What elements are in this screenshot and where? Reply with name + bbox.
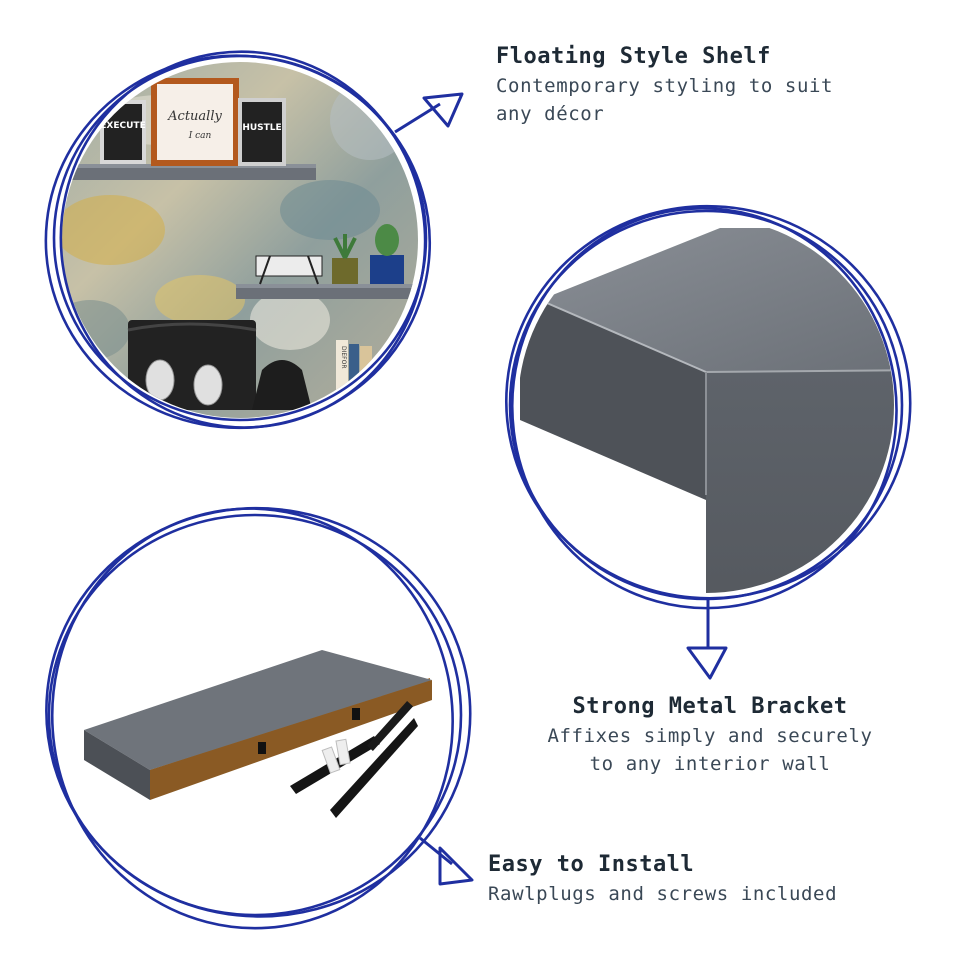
feature-title: Strong Metal Bracket [572, 694, 848, 719]
feature-easy-install: Easy to Install Rawlplugs and screws inc… [488, 850, 948, 908]
scribble-circle-right [504, 204, 912, 610]
feature-desc-line: Rawlplugs and screws included [488, 883, 838, 905]
frame-center-line1: Actually [167, 109, 222, 124]
arrow-head-icon [422, 92, 464, 128]
shelf-bracket-photo [57, 517, 453, 913]
scribble-circle-bottom [45, 506, 472, 930]
feature-desc-line: Affixes simply and securely [547, 725, 873, 747]
arrow-to-floating-caption [394, 92, 464, 134]
feature-desc-line: any décor [496, 103, 605, 125]
feature-metal-bracket: Strong Metal Bracket Affixes simply and … [500, 692, 920, 778]
frame-right-text: HUSTLE [242, 123, 281, 133]
scribble-circle-top [44, 50, 432, 430]
feature-desc-line: Contemporary styling to suit [496, 75, 834, 97]
frame-center-line2: I can [188, 131, 212, 141]
feature-title: Floating Style Shelf [496, 44, 771, 69]
arrow-head-icon [686, 646, 728, 680]
feature-floating-shelf: Floating Style Shelf Contemporary stylin… [496, 42, 936, 128]
shelf-corner-closeup [518, 217, 894, 593]
book-spine-text: DIEFOR [340, 346, 347, 369]
arrow-to-bracket-caption [686, 600, 728, 680]
feature-desc-line: to any interior wall [589, 753, 831, 775]
arrow-to-install-caption [419, 836, 474, 886]
feature-title: Easy to Install [488, 852, 695, 877]
frame-left-text: EXECUTE [100, 121, 145, 131]
arrow-head-icon [438, 846, 474, 886]
